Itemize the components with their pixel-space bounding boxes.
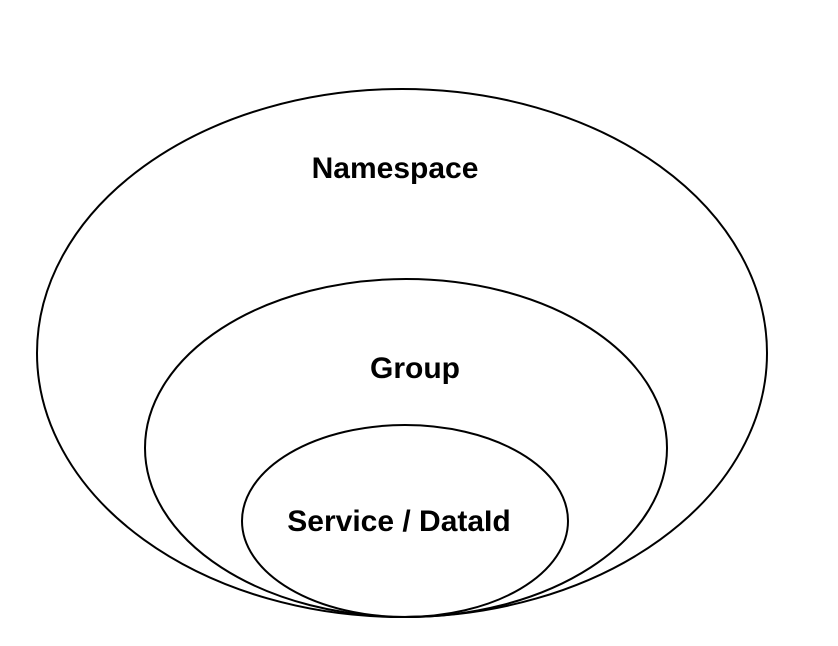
- namespace-label: Namespace: [312, 152, 479, 185]
- service-dataid-ellipse: [241, 424, 569, 618]
- group-ellipse: [144, 278, 668, 618]
- service-dataid-label: Service / DataId: [287, 505, 510, 538]
- group-label: Group: [370, 352, 460, 385]
